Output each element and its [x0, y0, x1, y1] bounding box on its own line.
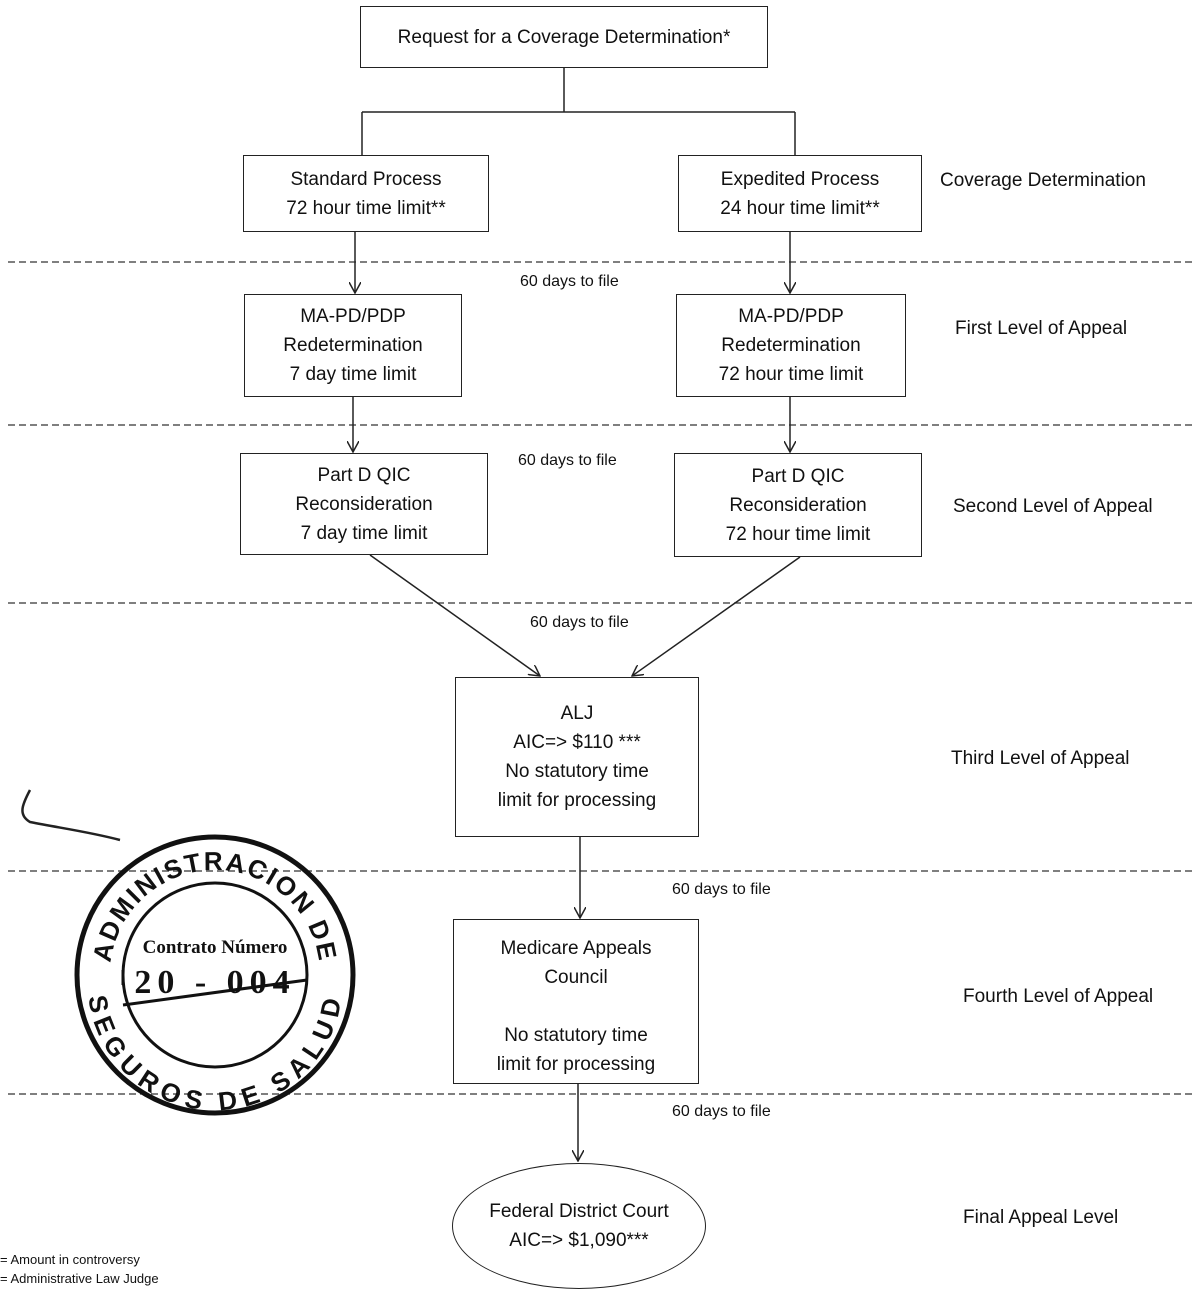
expedited-line2: 24 hour time limit** [720, 197, 880, 219]
redetermination-standard-box: MA-PD/PDP Redetermination 7 day time lim… [244, 294, 462, 397]
level-label-third: Third Level of Appeal [951, 748, 1130, 769]
alj-line1: ALJ [560, 703, 594, 724]
pen-stroke [21, 789, 121, 842]
level-label-fourth: Fourth Level of Appeal [963, 986, 1154, 1007]
footnote-aic: = Amount in controversy [0, 1252, 140, 1267]
qic-std-line2: Reconsideration [295, 493, 433, 515]
alj-box: ALJ AIC=> $110 *** No statutory time lim… [455, 677, 699, 837]
qic-standard-box: Part D QIC Reconsideration 7 day time li… [240, 453, 488, 555]
qic-exp-line3: 72 hour time limit [725, 523, 871, 545]
qic-expedited-box: Part D QIC Reconsideration 72 hour time … [674, 453, 922, 557]
days-to-file-4: 60 days to file [672, 881, 771, 898]
court-line2: AIC=> $1,090*** [509, 1230, 649, 1251]
qic-std-line3: 7 day time limit [300, 522, 428, 544]
redet-exp-line2: Redetermination [721, 335, 861, 356]
council-line2: Council [544, 967, 608, 988]
days-to-file-3: 60 days to file [530, 614, 629, 631]
alj-line3: No statutory time [505, 761, 649, 782]
level-label-final: Final Appeal Level [963, 1207, 1119, 1228]
standard-line1: Standard Process [290, 168, 442, 190]
alj-line2: AIC=> $110 *** [513, 732, 641, 753]
redet-exp-line3: 72 hour time limit [718, 364, 864, 385]
standard-line2: 72 hour time limit** [286, 197, 446, 219]
request-label: Request for a Coverage Determination* [397, 26, 731, 48]
days-to-file-1: 60 days to file [520, 273, 619, 290]
expedited-line1: Expedited Process [720, 168, 880, 190]
redet-exp-line1: MA-PD/PDP [738, 306, 844, 327]
council-line1: Medicare Appeals [500, 938, 652, 959]
standard-process-box: Standard Process 72 hour time limit** [243, 155, 489, 232]
council-line3: No statutory time [504, 1025, 648, 1046]
svg-text:SEGUROS DE SALUD: SEGUROS DE SALUD [82, 993, 347, 1117]
qic-exp-line2: Reconsideration [729, 494, 867, 516]
redet-std-line1: MA-PD/PDP [300, 306, 406, 327]
appeals-council-box: Medicare Appeals Council No statutory ti… [453, 919, 699, 1084]
stamp-number: 20 - 004 [134, 964, 295, 1001]
days-to-file-2: 60 days to file [518, 452, 617, 469]
days-to-file-5: 60 days to file [672, 1103, 771, 1120]
federal-court-oval: Federal District Court AIC=> $1,090*** [452, 1163, 706, 1289]
expedited-process-box: Expedited Process 24 hour time limit** [678, 155, 922, 232]
redetermination-expedited-box: MA-PD/PDP Redetermination 72 hour time l… [676, 294, 906, 397]
footnote-alj: = Administrative Law Judge [0, 1271, 159, 1286]
request-box: Request for a Coverage Determination* [360, 6, 768, 68]
stamp-label: Contrato Número [143, 937, 288, 958]
qic-std-line1: Part D QIC [317, 464, 411, 486]
stamp-bottom-text: SEGUROS DE SALUD [82, 993, 344, 1117]
level-label-second: Second Level of Appeal [953, 496, 1153, 517]
redet-std-line2: Redetermination [283, 335, 423, 356]
qic-exp-line1: Part D QIC [751, 465, 845, 487]
level-label-coverage: Coverage Determination [940, 170, 1146, 191]
alj-line4: limit for processing [497, 790, 657, 811]
court-line1: Federal District Court [489, 1201, 669, 1222]
arrow-qic-std-to-alj [369, 554, 540, 676]
seal-stamp: ADMINISTRACION DE SEGUROS DE SALUD Contr… [74, 834, 356, 1117]
level-label-first: First Level of Appeal [955, 318, 1128, 339]
council-line4: limit for processing [496, 1054, 656, 1075]
arrow-qic-exp-to-alj [632, 556, 801, 676]
redet-std-line3: 7 day time limit [289, 364, 417, 385]
